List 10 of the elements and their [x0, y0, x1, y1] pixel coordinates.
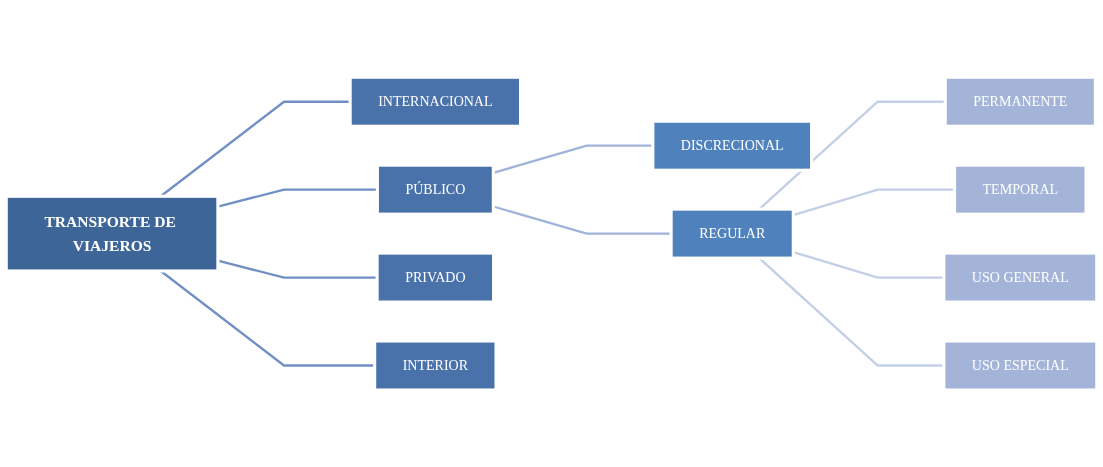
node-box: PRIVADO: [375, 251, 496, 304]
node-box: REGULAR: [669, 207, 795, 260]
node-box: PERMANENTE: [943, 75, 1097, 128]
node-box: USO GENERAL: [942, 251, 1099, 304]
node-box: TRANSPORTE DE VIAJEROS: [4, 194, 220, 273]
node-box: DISCRECIONAL: [651, 119, 814, 172]
node-box: USO ESPECIAL: [942, 339, 1099, 392]
node-box: PÚBLICO: [375, 163, 495, 216]
node-box: INTERIOR: [373, 339, 498, 392]
node-box: TEMPORAL: [953, 163, 1088, 216]
